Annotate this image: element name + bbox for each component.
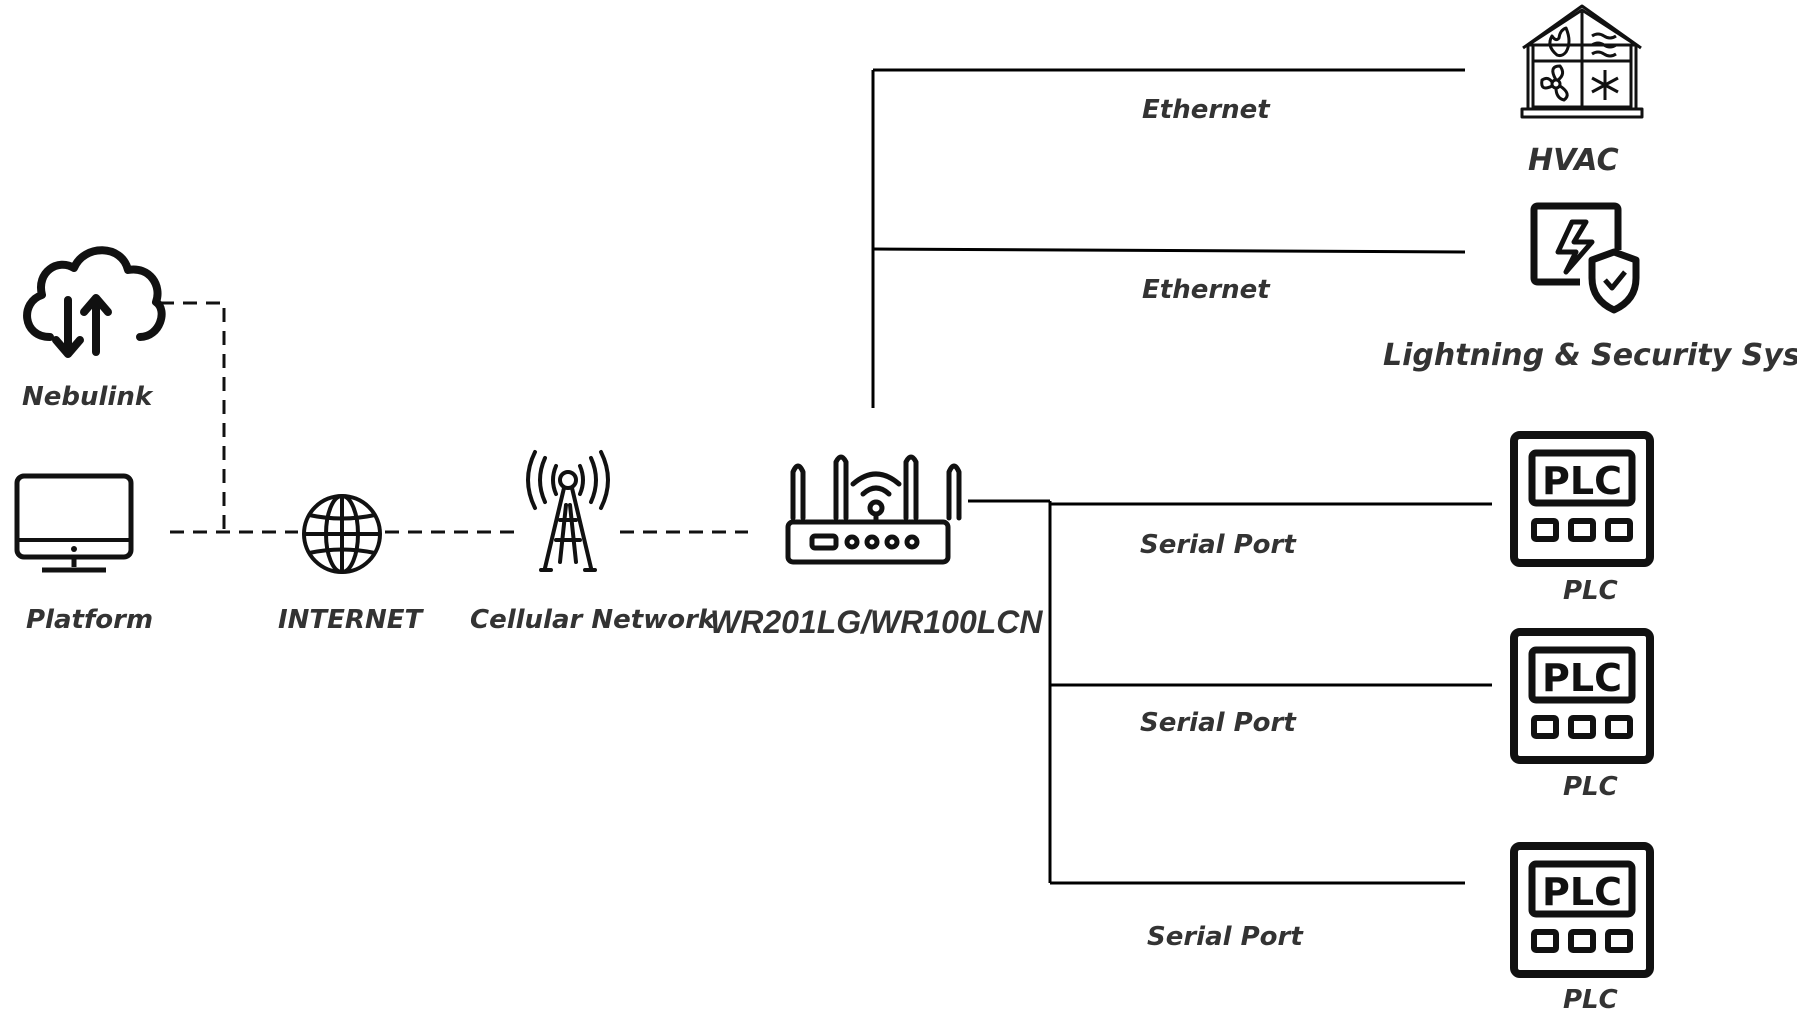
plc-icon: PLC xyxy=(1510,628,1654,764)
link-label-ethernet: Ethernet xyxy=(1142,95,1271,125)
monitor-icon xyxy=(14,473,134,573)
link-label-serial-port: Serial Port xyxy=(1140,708,1297,738)
router-label: WR201LG/WR100LCN xyxy=(710,604,1043,640)
svg-text:PLC: PLC xyxy=(1542,870,1622,914)
router-icon xyxy=(785,454,962,565)
globe-icon xyxy=(302,494,382,574)
plc-icon: PLC xyxy=(1510,431,1654,567)
nebulink-link xyxy=(160,301,226,532)
svg-text:PLC: PLC xyxy=(1542,459,1622,503)
lightning-shield-icon xyxy=(1530,202,1640,314)
link-label-serial-port: Serial Port xyxy=(1140,530,1297,560)
plc-label: PLC xyxy=(1563,576,1618,606)
internet-label: INTERNET xyxy=(278,605,424,635)
nebulink-label: Nebulink xyxy=(22,382,154,412)
hvac-icon xyxy=(1520,4,1644,119)
link-label-ethernet: Ethernet xyxy=(1142,275,1271,305)
plc-icon: PLC xyxy=(1510,842,1654,978)
svg-text:PLC: PLC xyxy=(1542,656,1622,700)
cloud-sync-icon xyxy=(23,246,166,358)
connection-lines xyxy=(160,68,1492,885)
ethernet-line-security xyxy=(872,247,1466,254)
link-label-serial-port: Serial Port xyxy=(1147,922,1304,952)
plc-label: PLC xyxy=(1563,985,1618,1014)
cellular-label: Cellular Network xyxy=(470,605,717,635)
cell-tower-icon xyxy=(526,450,610,572)
security-label: Lightning & Security System xyxy=(1383,338,1797,373)
platform-label: Platform xyxy=(26,605,153,635)
hvac-label: HVAC xyxy=(1528,143,1619,178)
plc-label: PLC xyxy=(1563,772,1618,802)
